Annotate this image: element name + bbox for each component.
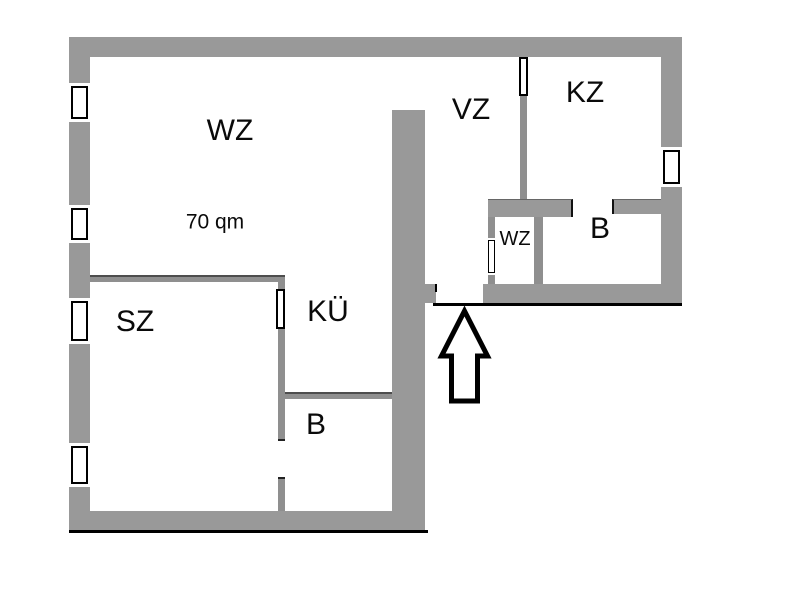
wall-kitchen-bath [285,392,392,399]
wall-wc-right [534,217,543,284]
window-pane [71,208,88,240]
label-bath-upper: B [589,212,611,245]
wall-left-segment-2 [69,122,90,205]
window-pane [663,150,680,184]
label-area: 70 qm [185,210,245,234]
wall-bath-upper-top [612,199,661,214]
wall-right-segment-2 [661,187,682,303]
entrance-opening [437,284,483,303]
wall-bottom [69,511,425,530]
kitchen-door-leaf [276,289,285,329]
window-pane [71,301,88,341]
wall-left-segment-1 [69,37,90,83]
wall-entry-bottom-edge-line [433,303,682,306]
wall-wc-left-1 [488,217,495,238]
entrance-arrow-shape [437,305,492,404]
wall-bedroom-kitchen-1 [278,281,285,289]
window-pane [71,446,88,484]
entrance-door-jamb [435,284,437,292]
wall-bedroom-kitchen-2 [278,329,285,441]
wall-bottom-edge-line [69,530,428,533]
label-bedroom: SZ [115,305,155,338]
label-bath-lower: B [305,408,327,441]
wall-central [392,110,425,530]
window-left-2 [69,205,90,243]
kidsroom-door-leaf [519,57,528,96]
wall-left-segment-4 [69,344,90,443]
window-right [661,147,682,187]
label-kitchen: KÜ [307,295,349,328]
window-pane [71,86,88,119]
window-left-3 [69,298,90,344]
window-left-4 [69,443,90,487]
wall-entry-bottom [483,284,682,303]
wall-wc-left-2 [488,275,495,284]
wall-top [69,37,682,57]
wall-living-bedroom [90,275,285,282]
label-living-room: WZ [206,114,254,147]
window-wc [488,238,495,275]
wall-right-segment-1 [661,37,682,147]
window-left-1 [69,83,90,122]
wall-wc-top [488,199,573,217]
window-pane [488,240,495,273]
entrance-arrow-icon [437,305,492,404]
label-kids-room: KZ [565,76,605,109]
wall-entry-stub [425,284,436,303]
wall-hall-kidsroom [520,96,527,199]
wall-bedroom-kitchen-3 [278,477,285,511]
wall-left-segment-3 [69,243,90,298]
label-hall: VZ [451,93,491,126]
label-wc: WZ [499,228,531,250]
